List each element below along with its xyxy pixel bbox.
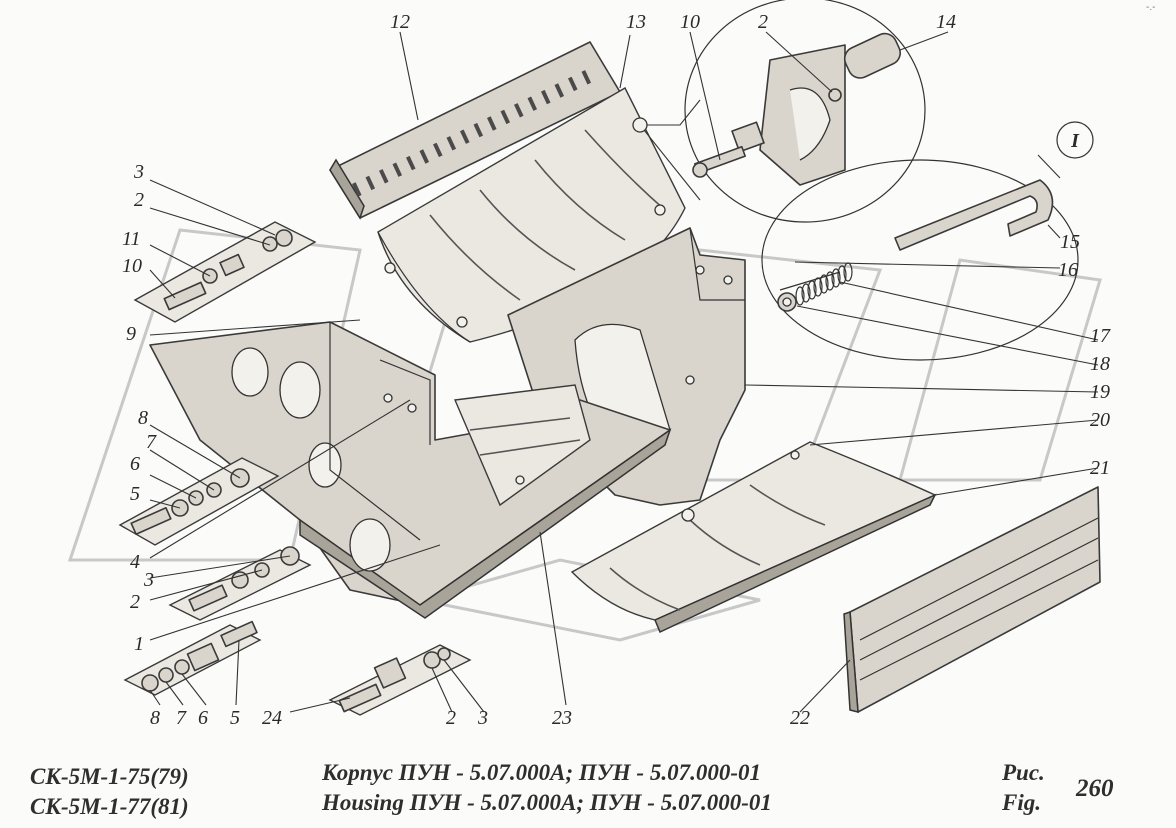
callout-15: 15 <box>1060 231 1080 253</box>
callout-5: 5 <box>230 707 240 729</box>
part-23-main-body <box>149 321 672 619</box>
cover-slot <box>568 76 578 92</box>
callout-8: 8 <box>150 707 160 729</box>
spring-coil <box>837 265 847 285</box>
figure-titles: Корпус ПУН - 5.07.000А; ПУН - 5.07.000-0… <box>322 758 772 818</box>
cover-slot <box>419 149 430 164</box>
cover-slot <box>446 136 457 151</box>
spring-coil <box>819 274 829 294</box>
callout-21: 21 <box>1090 457 1110 479</box>
callout-13: 13 <box>626 11 646 33</box>
cover-slot <box>406 155 416 171</box>
spring-coil <box>813 277 823 297</box>
cover-slot <box>460 129 470 144</box>
corner-mark: -.- <box>1146 2 1156 13</box>
callout-20: 20 <box>1090 409 1110 431</box>
callout-18: 18 <box>1090 353 1110 375</box>
leader-lines <box>149 31 1099 713</box>
bolt-group-upper-left <box>133 221 317 323</box>
callout-7: 7 <box>146 431 157 453</box>
callout-7: 7 <box>176 707 187 729</box>
cover-slot <box>541 89 551 105</box>
cover-slot <box>379 169 389 184</box>
callout-3: 3 <box>143 569 154 591</box>
callout-16: 16 <box>1058 259 1078 281</box>
cover-slot <box>514 103 524 118</box>
detail-marker: I <box>1056 121 1094 159</box>
cover-slot <box>473 122 484 138</box>
spring-17 <box>795 262 853 306</box>
bolt-group-middle-left <box>118 457 280 546</box>
callout-3: 3 <box>133 161 144 183</box>
part-22-ribbed-plate <box>843 486 1101 713</box>
cover-slot <box>500 109 511 125</box>
spring-coil <box>801 283 811 303</box>
cover-slot <box>527 96 538 111</box>
cover-slot <box>581 70 592 85</box>
cover-slots <box>352 70 592 197</box>
bolt-group-lower-left <box>168 546 312 621</box>
spring-coil <box>825 271 835 291</box>
detail-inset-I <box>761 159 1079 361</box>
cover-slot <box>487 116 497 131</box>
callout-9: 9 <box>126 323 136 345</box>
title-russian: Корпус ПУН - 5.07.000А; ПУН - 5.07.000-0… <box>322 760 761 785</box>
detail-marker-label: I <box>1070 130 1080 152</box>
figure-labels: Рис. Fig. <box>1002 758 1045 818</box>
cover-slot <box>392 162 403 177</box>
callout-24: 24 <box>262 707 282 729</box>
figure-number: 260 <box>1076 775 1114 802</box>
callout-2: 2 <box>758 11 768 33</box>
callout-labels: 12 13 10 2 14 3 2 11 10 9 8 7 6 5 4 3 2 … <box>122 11 1111 729</box>
callout-6: 6 <box>198 707 208 729</box>
part-20-lower-curved-panel <box>570 441 937 634</box>
spring-coil <box>807 280 817 300</box>
callout-1: 1 <box>134 633 144 655</box>
callout-3: 3 <box>477 707 488 729</box>
title-english: Housing ПУН - 5.07.000А; ПУН - 5.07.000-… <box>322 790 772 815</box>
callout-10: 10 <box>122 255 142 277</box>
callout-8: 8 <box>138 407 148 429</box>
cover-slot <box>352 182 362 197</box>
callout-19: 19 <box>1090 381 1110 403</box>
bolt-group-bottom-left <box>123 620 262 696</box>
model-code-1: СК-5М-1-75(79) <box>30 764 189 789</box>
callout-2: 2 <box>446 707 456 729</box>
callout-11: 11 <box>122 228 141 250</box>
spring-coil <box>795 286 805 306</box>
bolt-group-bottom-center <box>328 644 472 716</box>
cover-slot <box>365 175 376 191</box>
cover-slot <box>554 83 565 98</box>
callout-2: 2 <box>134 189 144 211</box>
detail-inset-top <box>632 0 926 223</box>
callout-5: 5 <box>130 483 140 505</box>
model-code-2: СК-5М-1-77(81) <box>30 794 189 819</box>
fig-label-english: Fig. <box>1002 790 1041 815</box>
callout-22: 22 <box>790 707 810 729</box>
callout-2: 2 <box>130 591 140 613</box>
fig-label-russian: Рис. <box>1002 760 1045 785</box>
callout-23: 23 <box>552 707 572 729</box>
callout-17: 17 <box>1090 325 1111 347</box>
part-12-top-cover <box>329 41 621 220</box>
callout-14: 14 <box>936 11 956 33</box>
model-codes: СК-5М-1-75(79) СК-5М-1-77(81) <box>30 762 189 822</box>
callout-4: 4 <box>130 551 140 573</box>
cover-slot <box>433 142 443 158</box>
callout-6: 6 <box>130 453 140 475</box>
callout-10: 10 <box>680 11 700 33</box>
spring-coil <box>831 268 841 288</box>
callout-12: 12 <box>390 11 410 33</box>
